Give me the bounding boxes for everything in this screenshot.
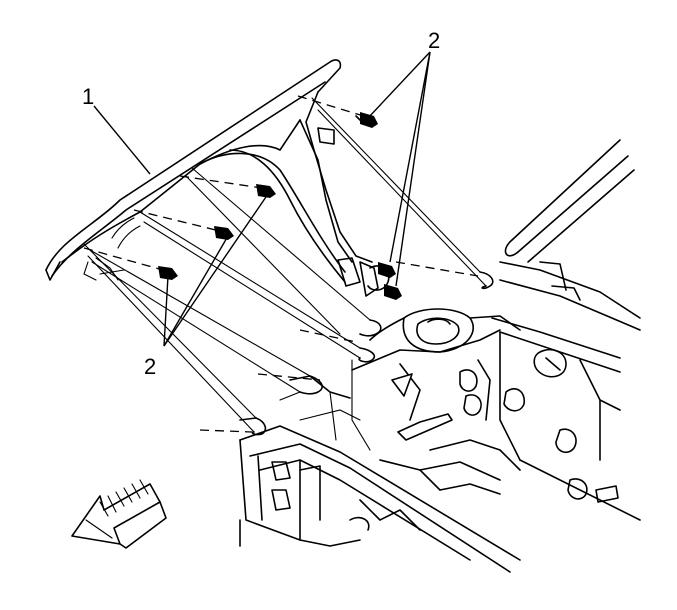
body-structure: [239, 139, 641, 573]
bolt-icon: [158, 112, 402, 300]
callout-2-upper: 2: [428, 28, 440, 53]
fender-panel: [45, 59, 390, 297]
support-lines: [83, 97, 494, 436]
leader-lines: [93, 51, 431, 347]
arrow-icon: [71, 479, 167, 549]
callout-1: 1: [82, 84, 94, 109]
callout-2-lower: 2: [144, 354, 156, 379]
alignment-lines: [83, 95, 479, 433]
